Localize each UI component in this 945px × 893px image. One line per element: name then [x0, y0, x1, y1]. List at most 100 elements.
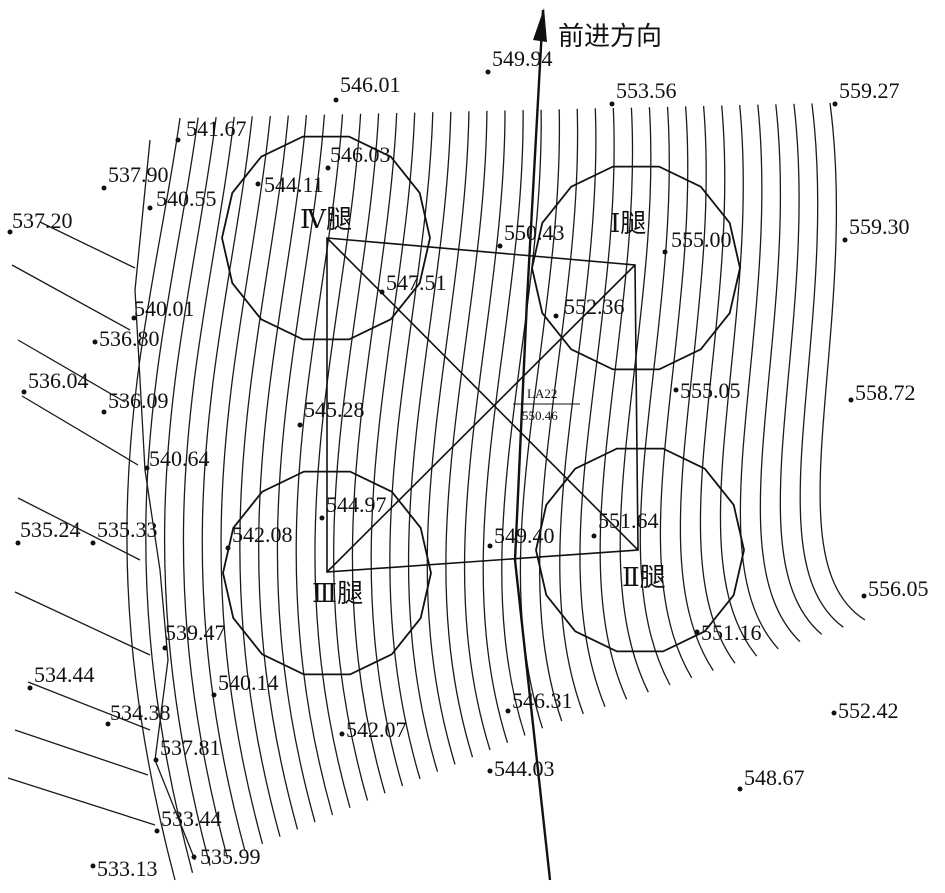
spot-height-label: 537.81	[160, 735, 221, 760]
spot-height-label: 551.16	[701, 620, 762, 645]
contour-line	[482, 110, 524, 743]
spot-dot	[21, 389, 27, 395]
tower-code: LA22	[527, 386, 557, 401]
spot-height-label: 535.99	[200, 844, 261, 869]
spot-height: 535.99	[191, 844, 261, 869]
spot-height: 540.55	[147, 186, 217, 211]
spot-dot	[319, 515, 325, 521]
contour-line	[445, 110, 488, 758]
contour-line	[799, 103, 844, 628]
spot-height-label: 540.14	[218, 670, 279, 695]
contour-line	[639, 106, 671, 686]
tower-label: LA22 550.46	[513, 386, 580, 423]
spot-dot	[505, 708, 511, 714]
spot-dot	[101, 409, 107, 415]
leg-circle	[531, 165, 741, 371]
terrain-line	[11, 264, 131, 331]
contour-line	[163, 117, 217, 866]
spot-dot	[325, 165, 331, 171]
terrain-line	[7, 777, 156, 826]
spot-height: 535.24	[15, 517, 81, 546]
spot-height-label: 533.13	[97, 856, 158, 881]
contour-line	[659, 106, 693, 679]
spot-height: 548.67	[737, 765, 805, 792]
spot-dot	[842, 237, 848, 243]
leg-label-IV: Ⅳ腿	[300, 205, 352, 234]
spot-dot	[225, 545, 231, 551]
spot-dot	[861, 593, 867, 599]
spot-height-label: 545.28	[304, 397, 365, 422]
leg-circles	[221, 135, 745, 676]
spot-height: 549.40	[487, 523, 555, 549]
spot-height-label: 535.24	[20, 517, 81, 542]
contour-line	[407, 111, 452, 772]
contour-line	[819, 102, 866, 621]
left-terrain-lines	[7, 221, 156, 826]
spot-height-label: 558.72	[855, 380, 916, 405]
spot-height-label: 555.00	[671, 227, 732, 252]
spot-dot	[379, 289, 385, 295]
spot-dot	[147, 205, 153, 211]
spot-height-label: 535.33	[97, 517, 158, 542]
spot-dot	[175, 137, 181, 143]
terrain-line	[14, 729, 149, 776]
spot-dot	[737, 786, 743, 792]
spot-height-label: 540.01	[134, 296, 195, 321]
spot-height: 551.64	[591, 508, 659, 539]
contour-line	[619, 107, 652, 693]
spot-height-label: 546.01	[340, 72, 401, 97]
contour-line	[295, 114, 344, 816]
spot-height: 540.14	[211, 670, 279, 698]
spot-height: 540.01	[131, 296, 195, 321]
spot-dot	[673, 387, 679, 393]
spot-height-label: 549.40	[494, 523, 555, 548]
contour-line	[201, 116, 253, 852]
spot-height: 537.90	[101, 162, 169, 191]
spot-height-label: 536.04	[28, 368, 89, 393]
spot-dot	[339, 731, 345, 737]
spot-height: 555.05	[673, 378, 741, 403]
spot-dot	[662, 249, 668, 255]
spot-height: 546.31	[505, 688, 573, 714]
spot-height: 558.72	[848, 380, 916, 405]
spot-height: 553.56	[609, 78, 677, 107]
contour-line	[779, 103, 823, 635]
contour-line	[126, 117, 181, 881]
spot-height: 559.30	[842, 214, 910, 243]
spot-height-label: 544.11	[264, 172, 324, 197]
spot-height: 544.11	[255, 172, 324, 197]
spot-height-label: 534.44	[34, 662, 95, 687]
contour-line	[739, 104, 779, 650]
contour-line	[679, 105, 714, 671]
spot-height-label: 549.94	[492, 46, 553, 71]
spot-dot	[255, 181, 261, 187]
arrow-head-icon	[533, 8, 547, 42]
spot-height: 541.67	[175, 116, 247, 143]
spot-height-label: 534.38	[110, 700, 171, 725]
contour-line	[220, 115, 271, 845]
foundation-diagonal	[326, 264, 636, 573]
contour-line	[699, 105, 736, 664]
contour-line	[333, 113, 380, 801]
spot-height: 536.09	[101, 388, 169, 415]
spot-height: 542.07	[339, 717, 407, 742]
contour-line	[579, 107, 615, 707]
spot-height-label: 542.08	[232, 522, 293, 547]
contour-line	[539, 108, 579, 722]
spot-dot	[101, 185, 107, 191]
spot-height: 559.27	[832, 78, 900, 107]
route-line	[513, 9, 552, 881]
spot-height: 544.03	[487, 756, 555, 781]
spot-dot	[27, 685, 33, 691]
contour-line	[182, 116, 235, 859]
terrain-line	[27, 681, 151, 731]
spot-height: 534.38	[105, 700, 171, 727]
spot-dot	[848, 397, 854, 403]
spot-height-label: 542.07	[346, 717, 407, 742]
spot-height: 536.80	[92, 326, 160, 351]
spot-height: 552.42	[831, 698, 899, 723]
spot-height-label: 537.90	[108, 162, 169, 187]
direction-label: 前进方向	[558, 22, 662, 52]
